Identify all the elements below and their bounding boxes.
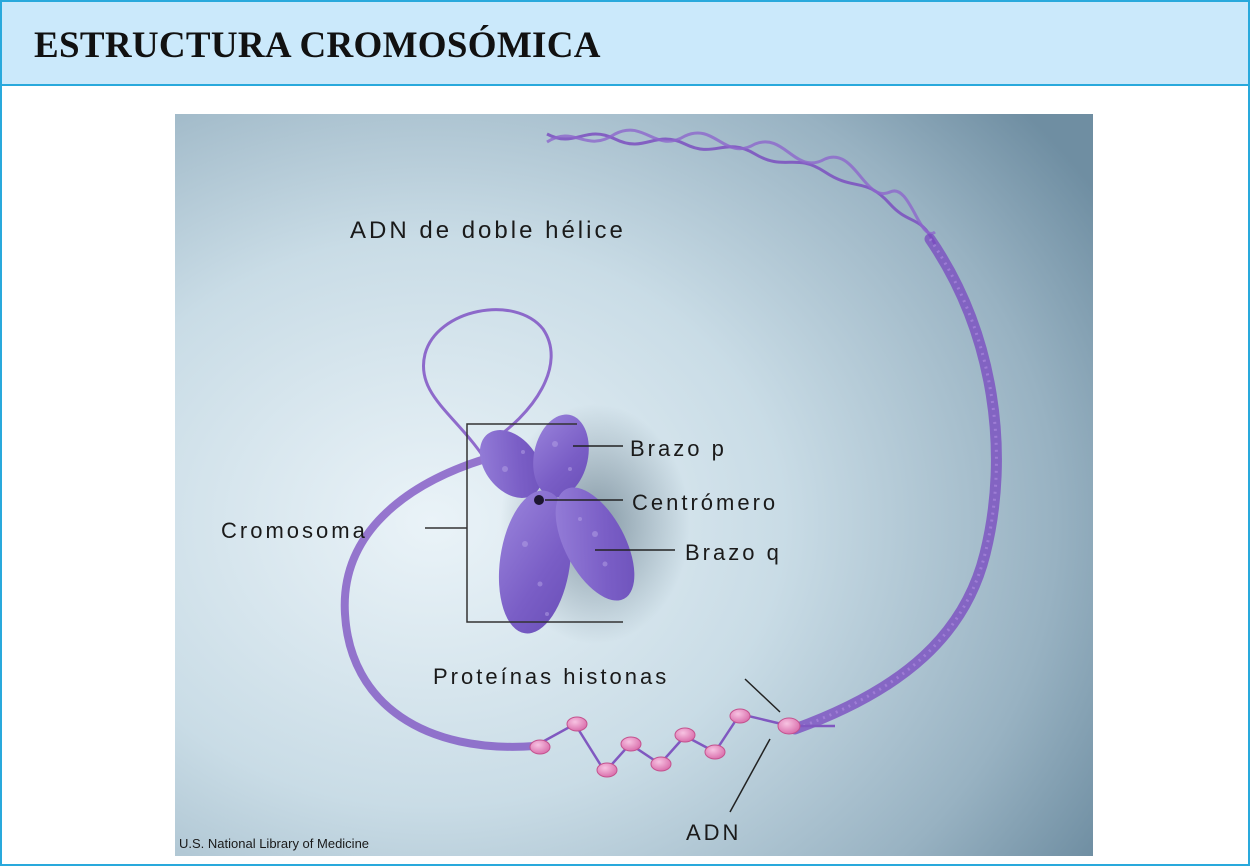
chromatin-strand-right — [789, 233, 1002, 735]
chromosome-diagram: ADN de doble hélice Brazo p Centrómero B… — [175, 114, 1093, 856]
label-dna-double-helix: ADN de doble hélice — [350, 217, 626, 244]
histone-leader — [744, 678, 781, 713]
diagram-svg: ADN de doble hélice Brazo p Centrómero B… — [175, 114, 1093, 856]
chromosome — [479, 414, 635, 634]
chromosome-bracket — [425, 423, 623, 623]
dna-leader — [729, 738, 771, 813]
centromere-dot — [534, 495, 544, 505]
chromatin-loop-top — [422, 308, 553, 460]
label-p-arm: Brazo p — [630, 436, 727, 461]
label-dna: ADN — [686, 820, 741, 845]
label-centromere: Centrómero — [632, 490, 778, 515]
label-histones: Proteínas histonas — [433, 664, 669, 689]
credit-text: U.S. National Library of Medicine — [179, 836, 369, 851]
nucleosome-chain — [529, 708, 835, 778]
page-title: ESTRUCTURA CROMOSÓMICA — [34, 25, 601, 66]
label-chromosome: Cromosoma — [221, 518, 368, 543]
dna-double-helix — [546, 128, 937, 245]
header-bar: ESTRUCTURA CROMOSÓMICA — [2, 2, 1248, 86]
label-q-arm: Brazo q — [685, 540, 782, 565]
chromatin-strand-left — [340, 455, 539, 751]
